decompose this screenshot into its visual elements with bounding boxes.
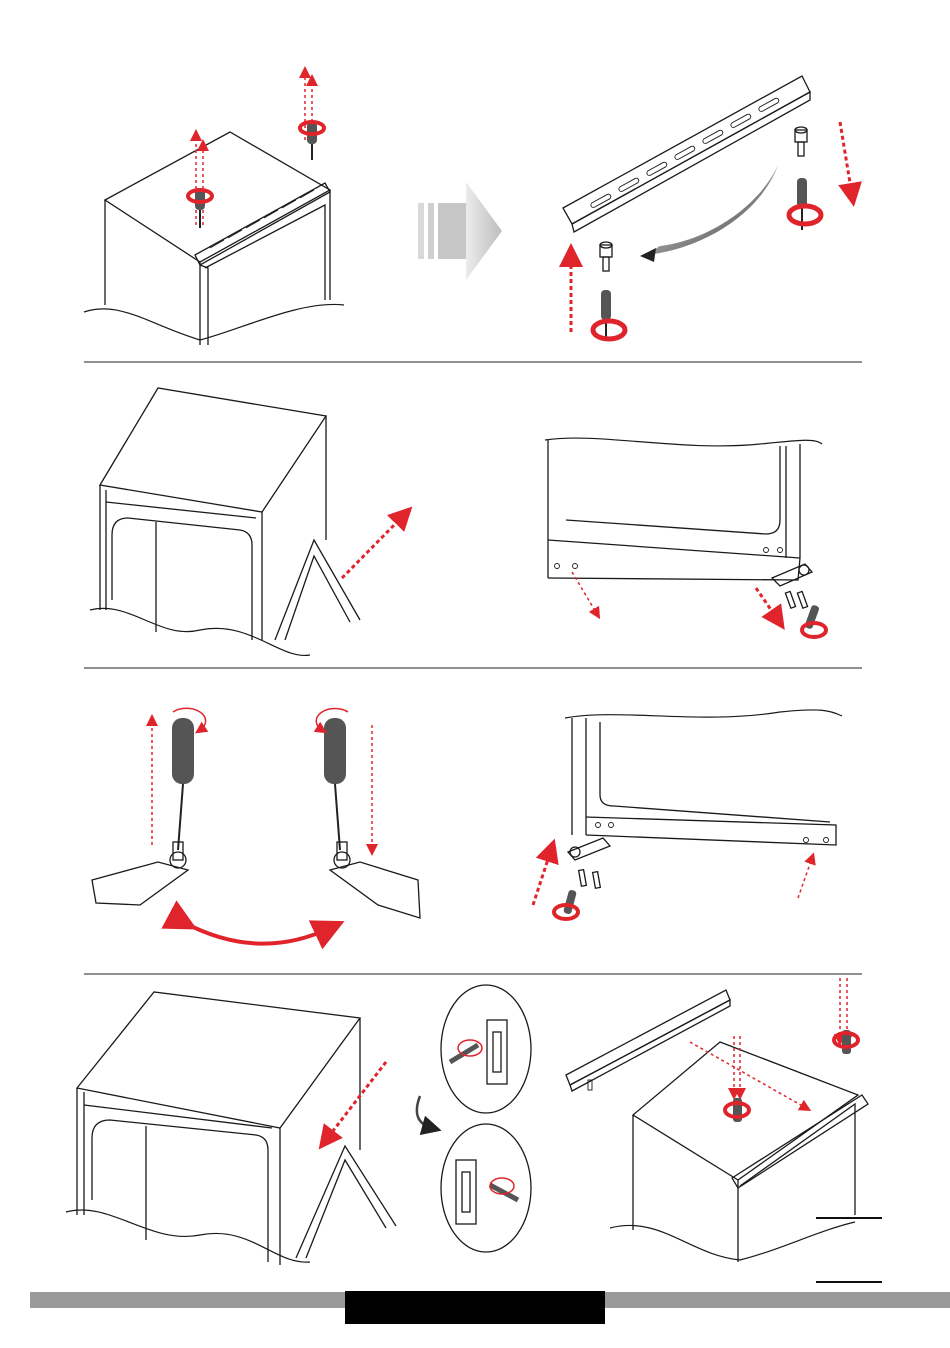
next-step-arrow-icon	[418, 182, 502, 280]
step-1-illustration	[84, 72, 852, 345]
step-4-illustration	[66, 978, 882, 1282]
swap-sweep-arrow	[645, 165, 778, 255]
vent-slots	[590, 97, 780, 208]
screwdriver-icon	[725, 1030, 858, 1122]
flip-arrow-icon	[417, 1096, 432, 1128]
detail-zoom-top	[441, 985, 531, 1113]
hinge-bracket-icon	[568, 838, 610, 860]
step-3-illustration	[92, 708, 842, 943]
hinge-pin-icon	[600, 127, 807, 271]
top-bracket-part	[563, 76, 810, 232]
hinge-bracket-icon	[772, 564, 812, 586]
top-bracket-part	[566, 990, 730, 1091]
detail-zoom-bottom	[441, 1124, 531, 1252]
step-2-illustration	[90, 388, 826, 655]
screw-removal-arrows	[196, 72, 312, 225]
screwdriver-icon	[554, 889, 578, 919]
screwdriver-icon	[802, 604, 826, 637]
swap-arrow	[183, 922, 330, 944]
page-number	[345, 1291, 605, 1324]
appliance-top-view	[84, 132, 344, 345]
screwdriver-icon	[172, 708, 348, 850]
screw-icon	[785, 591, 807, 608]
hinge-bracket-icon	[92, 842, 420, 918]
screw-icon	[579, 870, 601, 889]
